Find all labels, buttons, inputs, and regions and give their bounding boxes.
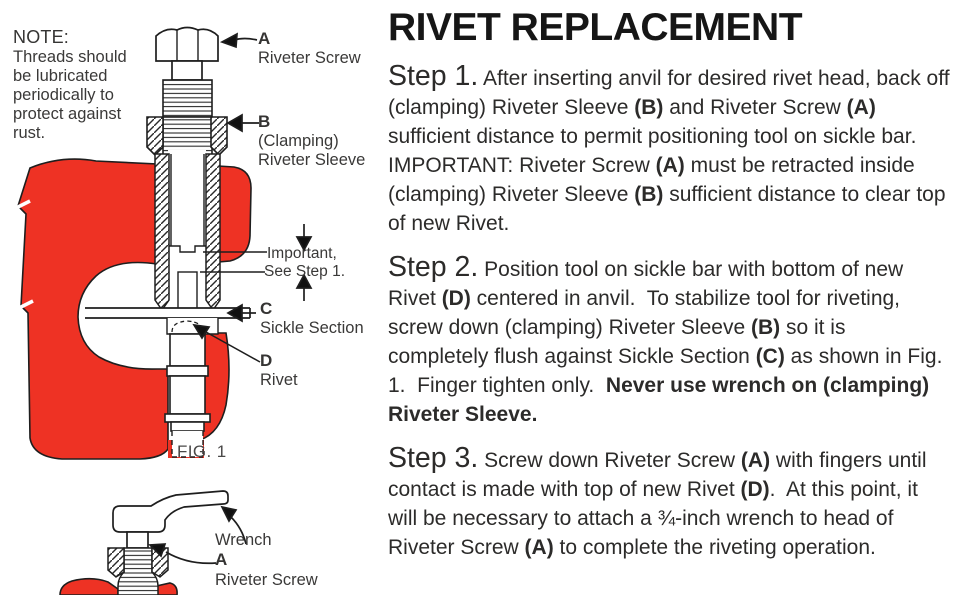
step-label: Step 1. bbox=[388, 60, 479, 92]
wrench bbox=[112, 490, 229, 549]
fig1-arrows bbox=[192, 32, 313, 363]
label-important-line1: Important, bbox=[267, 245, 337, 262]
label-b-name-2: Riveter Sleeve bbox=[258, 150, 366, 169]
label-b-name-1: (Clamping) bbox=[258, 132, 339, 150]
clamping-sleeve bbox=[146, 116, 228, 157]
riveter-screw-threads bbox=[162, 79, 213, 118]
instructions-column: RIVET REPLACEMENT Step 1. After insertin… bbox=[388, 5, 950, 577]
label-a2-name: Riveter Screw bbox=[215, 570, 318, 589]
riveter-tool-diagram bbox=[15, 26, 313, 595]
step-paragraph-1: Step 1. After inserting anvil for desire… bbox=[388, 60, 956, 236]
label-c-letter: C bbox=[260, 299, 273, 318]
sickle-bar bbox=[85, 307, 251, 319]
step-paragraph-2: Step 2. Position tool on sickle bar with… bbox=[388, 251, 949, 427]
steps-list: Step 1. After inserting anvil for desire… bbox=[388, 62, 950, 562]
anvil-box bbox=[166, 318, 219, 335]
fig1-caption: FIG. 1 bbox=[177, 442, 227, 461]
step-label: Step 2. bbox=[388, 251, 479, 283]
label-c: C Sickle Section bbox=[260, 299, 364, 338]
note-block: NOTE: Threads should be lubricated perio… bbox=[13, 27, 135, 143]
step-label: Step 3. bbox=[388, 442, 479, 474]
label-important: Important, See Step 1. bbox=[264, 245, 346, 280]
sleeve-barrel bbox=[154, 153, 221, 312]
label-wrench-group: Wrench A Riveter Screw bbox=[215, 531, 318, 590]
label-c-name: Sickle Section bbox=[260, 319, 364, 337]
label-b: B (Clamping) Riveter Sleeve bbox=[258, 112, 365, 169]
anvil-inner-parts bbox=[169, 154, 206, 311]
clamp-opening-outline bbox=[77, 261, 170, 370]
label-a-letter: A bbox=[258, 29, 271, 48]
page-title: RIVET REPLACEMENT bbox=[388, 6, 803, 49]
label-a-name: Riveter Screw bbox=[258, 49, 361, 67]
step-paragraph-3: Step 3. Screw down Riveter Screw (A) wit… bbox=[388, 442, 933, 560]
label-d: D Rivet bbox=[260, 351, 298, 390]
label-a2-letter: A bbox=[215, 549, 228, 569]
label-wrench: Wrench bbox=[215, 531, 272, 549]
label-d-letter: D bbox=[260, 351, 273, 370]
note-heading: NOTE: bbox=[13, 27, 70, 47]
break-lines bbox=[15, 199, 34, 310]
label-d-name: Rivet bbox=[260, 371, 298, 389]
rivet bbox=[164, 333, 211, 458]
label-b-letter: B bbox=[258, 112, 271, 131]
fig2-riveter-screw bbox=[107, 547, 169, 595]
label-important-line2: See Step 1. bbox=[264, 262, 346, 280]
riveter-screw-hex-head bbox=[155, 26, 219, 81]
label-a: A Riveter Screw bbox=[258, 29, 361, 68]
note-text: Threads should be lubricated periodicall… bbox=[13, 48, 127, 142]
fig2-arrows bbox=[148, 505, 247, 565]
